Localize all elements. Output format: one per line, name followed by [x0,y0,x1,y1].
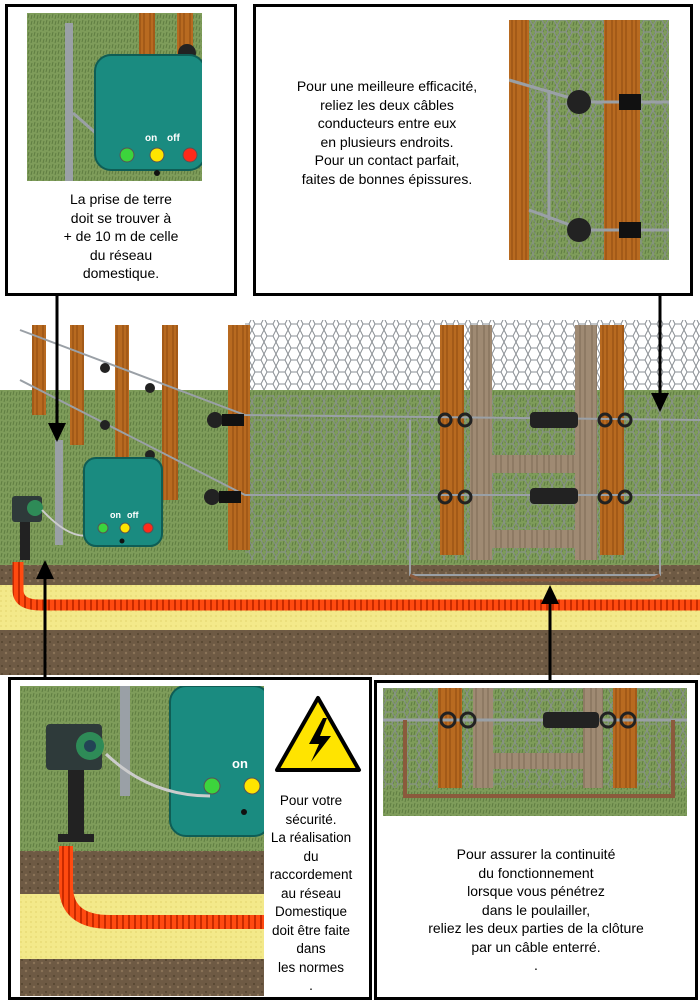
coop-gate [470,325,597,560]
power-socket-icon [12,496,43,560]
panel-earth-rod-text: La prise de terre doit se trouver à + de… [63,191,179,281]
power-socket-icon [46,724,104,842]
panel-splices-text: Pour une meilleure efficacité, reliez le… [296,78,478,187]
panel-splices-illustration [509,20,669,260]
off-indicator-icon [182,147,198,163]
panel-safety-text: Pour votre sécurité. La réalisation du r… [269,793,353,993]
main-energizer-off-label: off [127,510,139,520]
main-scene [0,262,700,685]
main-energizer-on-label: on [110,510,121,520]
energizer-unit [83,457,163,547]
panel-buried-cable: Pour assurer la continuité du fonctionne… [374,680,698,1000]
energizer-on-label: on [145,133,157,144]
energizer-off-label: off [167,133,180,144]
high-voltage-warning-icon [275,696,361,772]
panel-earth-rod: on off La prise de terre doit se trouver… [5,4,237,296]
panel-safety: on Pour votre sécurité. La réalisation d… [8,677,372,1000]
panel-safety-illustration: on [20,686,264,996]
panel-splices: Pour une meilleure efficacité, reliez le… [253,4,693,296]
on-indicator-icon [119,147,135,163]
panel-buried-cable-illustration [383,688,687,816]
panel-earth-rod-illustration: on off [27,13,202,181]
panel-buried-cable-text: Pour assurer la continuité du fonctionne… [428,846,644,973]
safety-energizer-on-label: on [232,756,248,771]
